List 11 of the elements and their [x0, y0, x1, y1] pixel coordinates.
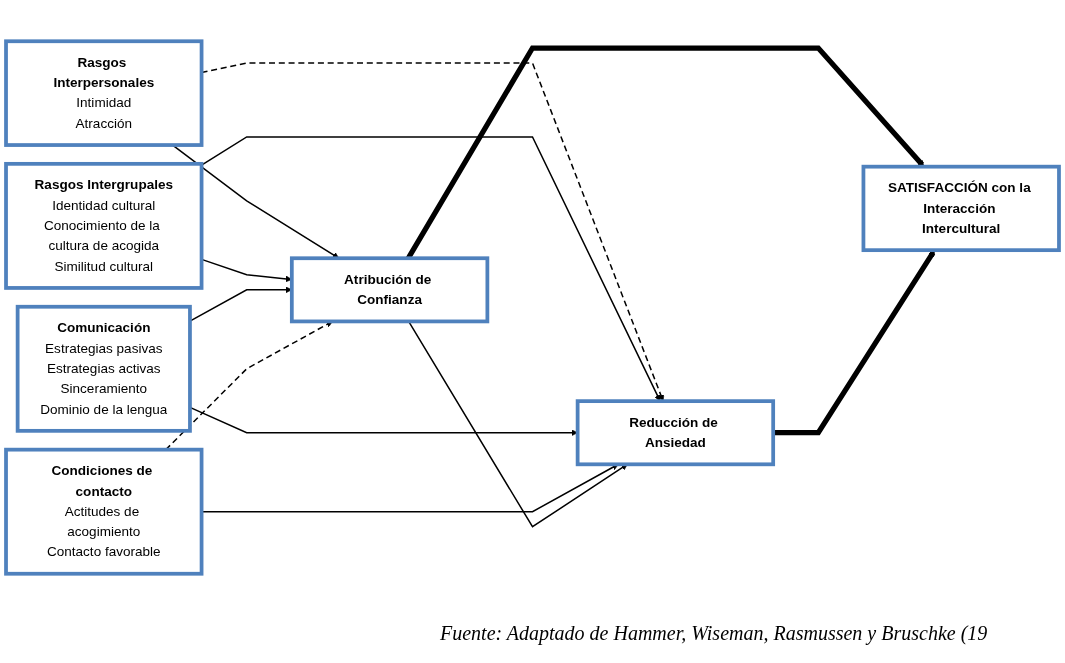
node-box: SATISFACCIÓN con la Interacción Intercultural: [861, 164, 1061, 253]
caption: Fuente: Adaptado de Hammer, Wiseman, Rasmussen y Bruschke (19: [440, 622, 988, 645]
arrow: [773, 249, 936, 436]
node-box: Condiciones de contacto Actitudes de acogimiento Contacto favorable: [4, 447, 204, 576]
node-box: Rasgos Intergrupales Identidad cultural Conocimiento de la cultura de acogida Similitud cultural: [4, 161, 204, 290]
arrow: [200, 62, 665, 402]
arrow: [200, 136, 661, 402]
node-box: Rasgos Interpersonales Intimidad Atracción: [4, 39, 204, 147]
node-box: Comunicación Estrategias pasivas Estrategias activas Sinceramiento Dominio de la lengua: [15, 304, 192, 433]
node-box: Reducción de Ansiedad: [575, 399, 776, 467]
node-box: Atribución de Confianza: [289, 256, 490, 324]
